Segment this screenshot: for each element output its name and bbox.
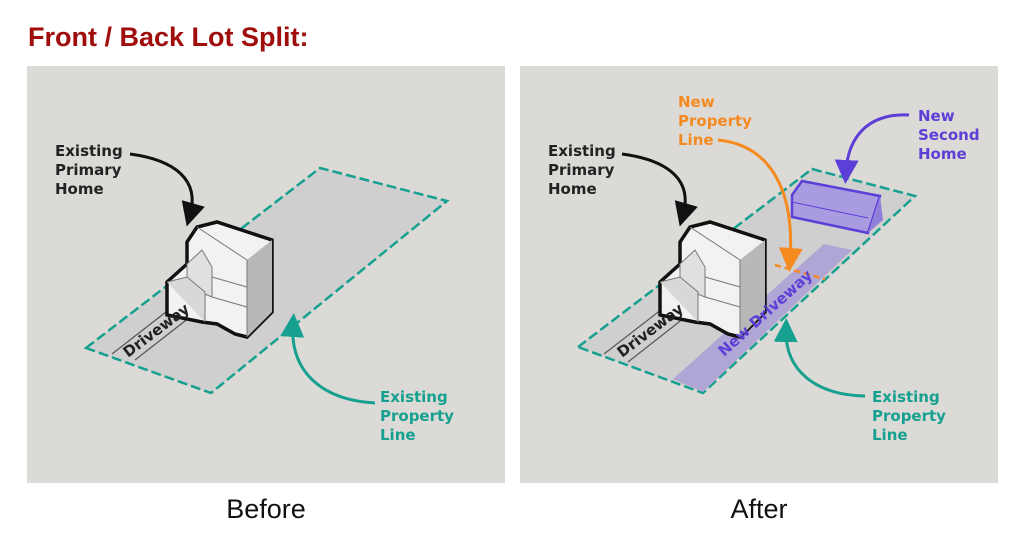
property-line-label: Existing Property Line xyxy=(380,388,459,444)
new-property-line-label: New Property Line xyxy=(678,93,757,149)
arrow-icon xyxy=(834,113,910,184)
arrow-icon xyxy=(129,152,205,227)
page-title: Front / Back Lot Split: xyxy=(28,22,309,52)
primary-home-label: Existing Primary Home xyxy=(55,142,128,198)
before-panel xyxy=(27,66,505,483)
new-property-line xyxy=(774,263,826,281)
arrow-icon xyxy=(621,152,698,227)
second-home xyxy=(790,179,883,235)
second-home-label: New Second Home xyxy=(918,107,985,163)
arrow-icon xyxy=(280,313,376,405)
after-caption: After xyxy=(730,494,788,524)
arrow-icon xyxy=(717,138,803,272)
arrow-icon xyxy=(773,318,866,398)
new-driveway xyxy=(673,244,852,392)
after-panel xyxy=(520,66,998,483)
before-caption: Before xyxy=(226,494,306,524)
primary-home-label: Existing Primary Home xyxy=(548,142,621,198)
property-line-label: Existing Property Line xyxy=(872,388,951,444)
